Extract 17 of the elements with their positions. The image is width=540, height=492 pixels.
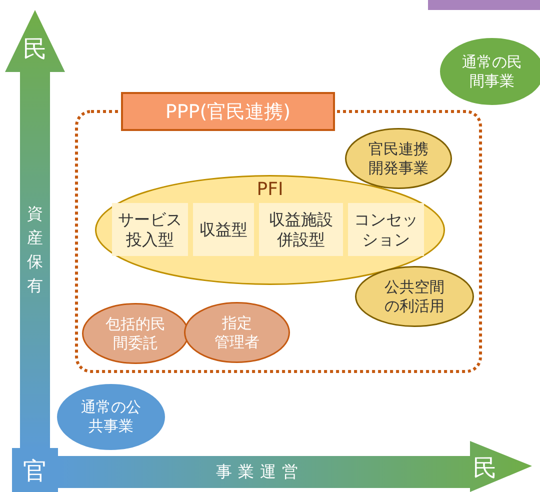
type-box: コンセッション [348, 203, 424, 256]
ellipse-label: 官民連携開発事業 [368, 140, 430, 178]
ellipse-label: 通常の公共事業 [80, 398, 142, 436]
ellipse-label: 包括的民間委託 [104, 314, 166, 352]
ellipse-label: 指定管理者 [214, 314, 260, 352]
ellipse-label: 公共空間の利活用 [384, 278, 446, 316]
axis-label: 官 [22, 456, 48, 487]
axis-label: 資産保有 [26, 203, 44, 297]
axis-label: 事業運営 [215, 460, 305, 482]
ellipse-label: PFI [256, 179, 284, 200]
ellipse-label: 通常の民間事業 [461, 52, 523, 90]
axis-label: 民 [22, 34, 48, 64]
axis-label: 民 [472, 453, 498, 484]
type-box: 収益施設併設型 [259, 203, 343, 256]
type-box: サービス投入型 [112, 203, 188, 256]
type-box: 収益型 [193, 203, 254, 256]
heading-box: PPP(官民連携) [121, 92, 335, 131]
